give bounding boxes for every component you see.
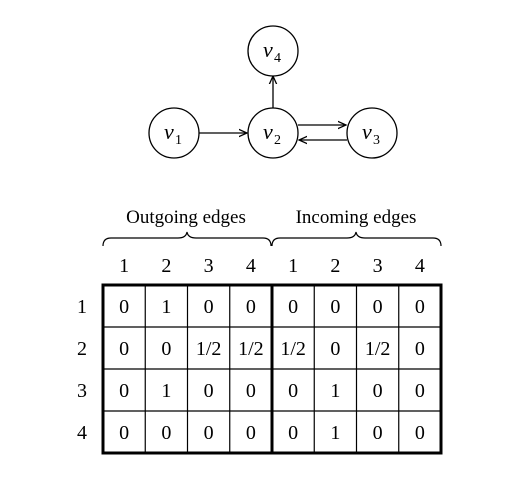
- matrix-cell: 1/2: [280, 338, 306, 360]
- column-header: 3: [373, 255, 383, 277]
- matrix-cell: 1: [161, 380, 171, 402]
- matrix-cell: 0: [373, 422, 383, 444]
- row-header: 2: [77, 338, 87, 360]
- matrix-cell: 0: [161, 338, 171, 360]
- vertex-v1-base: v: [164, 119, 174, 144]
- matrix-cell: 0: [415, 296, 425, 318]
- matrix-cell: 1: [330, 422, 340, 444]
- matrix-cell: 0: [204, 380, 214, 402]
- group-label-outgoing: Outgoing edges: [126, 207, 246, 228]
- vertex-v3-sub: 3: [373, 133, 380, 148]
- matrix-cell: 1/2: [196, 338, 222, 360]
- vertex-v1-sub: 1: [175, 133, 182, 148]
- column-header: 3: [204, 255, 214, 277]
- group-label-incoming: Incoming edges: [296, 207, 417, 228]
- vertex-v4-base: v: [263, 37, 273, 62]
- matrix-cell: 1: [330, 380, 340, 402]
- vertex-v4-sub: 4: [274, 51, 281, 66]
- vertex-v2: v 2: [247, 107, 299, 159]
- column-header: 2: [161, 255, 171, 277]
- row-header: 4: [77, 422, 87, 444]
- vertex-v4: v 4: [247, 25, 299, 77]
- matrix-cell: 1/2: [365, 338, 391, 360]
- brace-incoming: [271, 231, 442, 247]
- matrix-cell: 1: [161, 296, 171, 318]
- matrix-cell: 0: [330, 338, 340, 360]
- matrix-cell: 0: [373, 380, 383, 402]
- vertex-v2-sub: 2: [274, 133, 281, 148]
- column-header: 2: [330, 255, 340, 277]
- matrix-cell: 0: [415, 422, 425, 444]
- matrix-cell: 0: [415, 338, 425, 360]
- vertex-v2-base: v: [263, 119, 273, 144]
- column-header: 4: [246, 255, 256, 277]
- vertex-v3: v 3: [346, 107, 398, 159]
- matrix-cell: 0: [288, 296, 298, 318]
- matrix-cell: 0: [119, 380, 129, 402]
- matrix-cell: 0: [119, 296, 129, 318]
- matrix-cell: 0: [330, 296, 340, 318]
- graph: v 4 v 1 v 2 v 3: [148, 25, 398, 159]
- matrix-cell: 0: [288, 380, 298, 402]
- matrix-cell: 0: [288, 422, 298, 444]
- vertex-v1: v 1: [148, 107, 200, 159]
- matrix-cell: 0: [119, 422, 129, 444]
- brace-outgoing: [102, 231, 272, 247]
- matrix-cell: 0: [204, 296, 214, 318]
- matrix-cell: 0: [246, 422, 256, 444]
- matrix-cell: 0: [119, 338, 129, 360]
- matrix-cell: 1/2: [238, 338, 264, 360]
- matrix-cell: 0: [161, 422, 171, 444]
- matrix-cell: 0: [246, 380, 256, 402]
- matrix-cell: 0: [204, 422, 214, 444]
- column-header: 1: [288, 255, 298, 277]
- matrix-cell: 0: [415, 380, 425, 402]
- matrix-cell: 0: [373, 296, 383, 318]
- row-header: 3: [77, 380, 87, 402]
- column-header: 4: [415, 255, 425, 277]
- matrix-cell: 0: [246, 296, 256, 318]
- matrix-border: [101, 283, 443, 455]
- adjacency-matrix: 1 2 3 4 1 2 3 4 1 2 3 4 0 1 0 0 0 0 0 0 0 0 1/2 1/2 1/2 0 1/2 0 0 1 0 0…: [77, 255, 443, 455]
- column-header: 1: [119, 255, 129, 277]
- row-header: 1: [77, 296, 87, 318]
- vertex-v3-base: v: [362, 119, 372, 144]
